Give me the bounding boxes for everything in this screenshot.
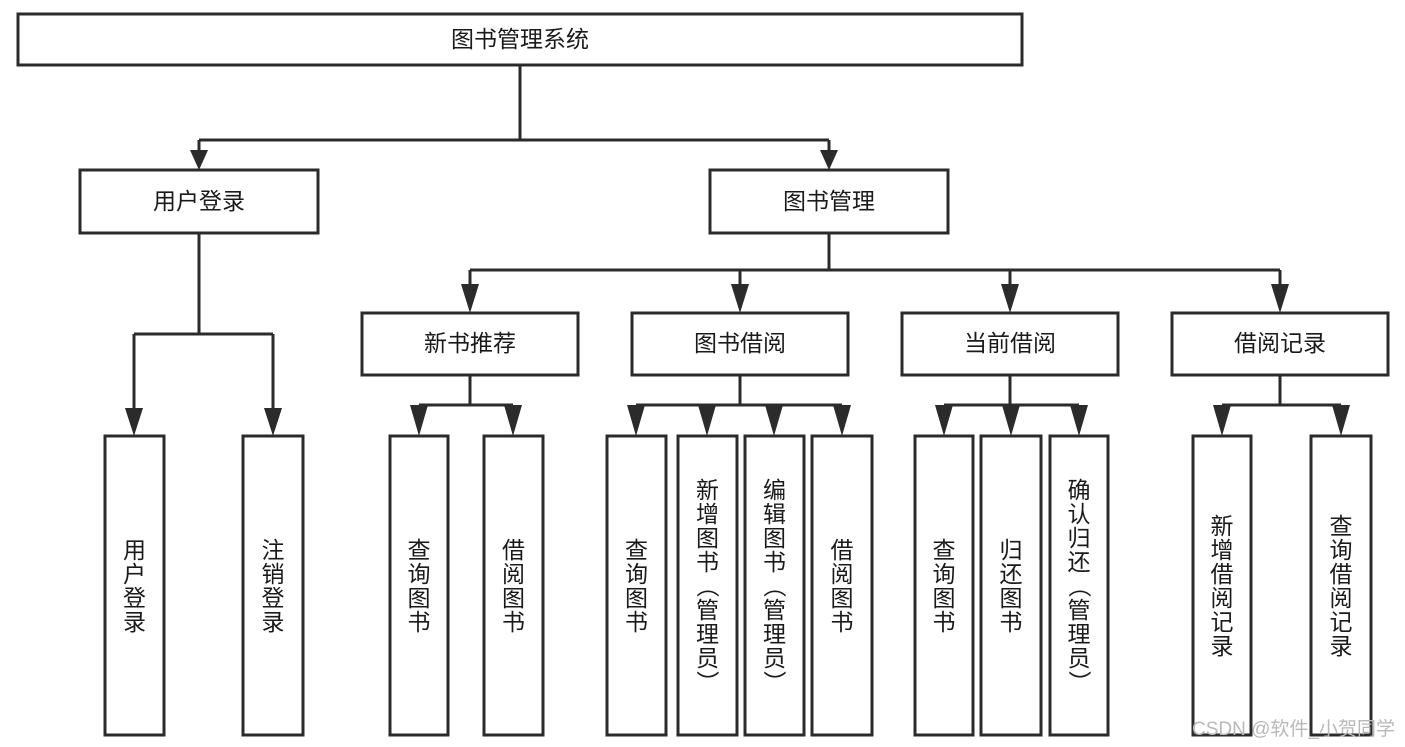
connector-records-to-leaves xyxy=(1213,375,1350,436)
connector-login-to-leaves xyxy=(125,233,282,436)
arrow-head-icon xyxy=(1002,405,1020,436)
arrow-head-icon xyxy=(190,150,208,170)
leaf-node[interactable] xyxy=(1191,434,1253,737)
arrow-head-icon xyxy=(410,405,428,436)
leaf-node[interactable] xyxy=(605,434,668,737)
node-root-label: 图书管理系统 xyxy=(451,26,589,52)
node-current-borrow-label: 当前借阅 xyxy=(964,330,1056,356)
leaf-node[interactable] xyxy=(388,434,450,737)
leaf-node[interactable] xyxy=(241,434,305,737)
node-user-login[interactable] xyxy=(78,168,320,235)
leaf-node[interactable] xyxy=(743,434,806,737)
leaf-node[interactable] xyxy=(1309,434,1373,737)
node-new-book-recommend[interactable] xyxy=(360,311,580,377)
node-root[interactable] xyxy=(16,12,1024,67)
leaf-node[interactable] xyxy=(979,434,1043,737)
connector-newbooks-to-leaves xyxy=(410,375,522,436)
arrow-head-icon xyxy=(833,405,851,436)
leaf-node[interactable] xyxy=(913,434,975,737)
leaf-node[interactable] xyxy=(1048,434,1110,737)
leaf-node[interactable] xyxy=(810,434,874,737)
leaf-node[interactable] xyxy=(676,434,739,737)
node-new-book-recommend-label: 新书推荐 xyxy=(424,330,516,356)
arrow-head-icon xyxy=(935,405,953,436)
node-borrow-records[interactable] xyxy=(1170,311,1390,377)
node-book-borrow-label: 图书借阅 xyxy=(694,330,786,356)
arrow-head-icon xyxy=(1332,405,1350,436)
connector-current-to-leaves xyxy=(935,375,1088,436)
connector-books-to-level3 xyxy=(461,233,1289,313)
connector-root-to-level2 xyxy=(190,65,838,170)
node-book-borrow[interactable] xyxy=(630,311,850,377)
node-book-management[interactable] xyxy=(708,168,950,235)
leaf-node[interactable] xyxy=(482,434,545,737)
arrow-head-icon xyxy=(820,150,838,170)
node-book-management-label: 图书管理 xyxy=(783,188,875,214)
arrow-head-icon xyxy=(698,405,716,436)
arrow-head-icon xyxy=(125,408,143,436)
arrow-head-icon xyxy=(1070,405,1088,436)
connector-borrow-to-leaves xyxy=(627,375,851,436)
arrow-head-icon xyxy=(765,405,783,436)
arrow-head-icon xyxy=(731,284,749,313)
arrow-head-icon xyxy=(627,405,645,436)
arrow-head-icon xyxy=(1213,405,1231,436)
arrow-head-icon xyxy=(1271,284,1289,313)
arrow-head-icon xyxy=(1001,284,1019,313)
leaf-node[interactable] xyxy=(103,434,166,737)
arrow-head-icon xyxy=(264,408,282,436)
arrow-head-icon xyxy=(461,284,479,313)
node-current-borrow[interactable] xyxy=(900,311,1120,377)
node-user-login-label: 用户登录 xyxy=(153,188,245,214)
arrow-head-icon xyxy=(504,405,522,436)
node-borrow-records-label: 借阅记录 xyxy=(1234,330,1326,356)
